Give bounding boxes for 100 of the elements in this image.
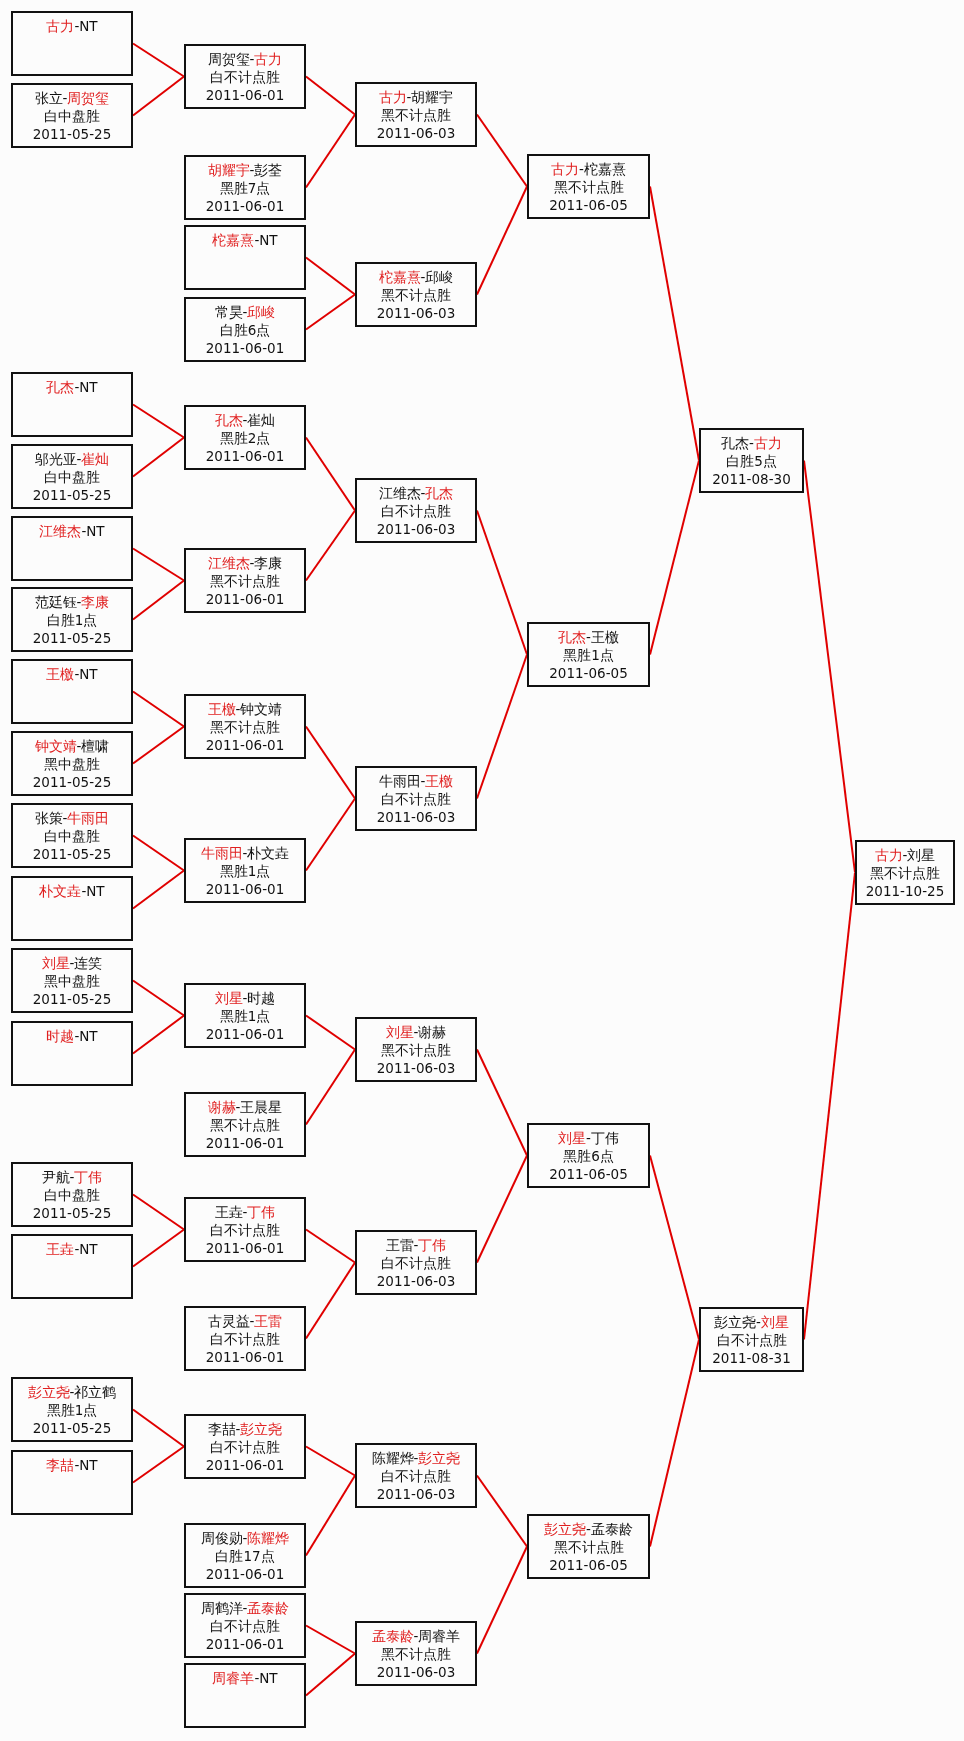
match-date: 2011-05-25 bbox=[32, 1419, 112, 1437]
player-names: 孔杰-古力 bbox=[721, 434, 782, 452]
player-names: 王檄-NT bbox=[46, 665, 98, 683]
match-date: 2011-06-01 bbox=[205, 1134, 285, 1152]
match-date: 2011-06-05 bbox=[549, 664, 628, 682]
connector-line bbox=[132, 1014, 185, 1055]
player-names: 周俊勋-陈耀烨 bbox=[200, 1529, 290, 1547]
match-box bbox=[11, 83, 133, 148]
match-date: 2011-06-05 bbox=[549, 196, 628, 214]
player-names: 王檄-钟文靖 bbox=[207, 700, 283, 718]
connector-line bbox=[476, 1048, 528, 1157]
match-box bbox=[11, 444, 133, 509]
player-names: 刘星-谢赫 bbox=[385, 1023, 447, 1041]
result-text: 白不计点胜 bbox=[210, 1221, 280, 1239]
result-text: 黑胜1点 bbox=[219, 1007, 271, 1025]
player-names: 常昊-邱峻 bbox=[214, 303, 276, 321]
match-box bbox=[11, 731, 133, 796]
player-names: 王雷-丁伟 bbox=[385, 1236, 447, 1254]
result-text: 黑不计点胜 bbox=[210, 1116, 280, 1134]
connector-line bbox=[305, 725, 356, 800]
match-box bbox=[355, 1017, 477, 1082]
connector-line bbox=[305, 1228, 356, 1264]
player-names: 周贺玺-古力 bbox=[207, 50, 283, 68]
connector-line bbox=[132, 1408, 185, 1448]
result-text: 白胜5点 bbox=[726, 452, 777, 470]
result-text: 黑胜2点 bbox=[219, 429, 271, 447]
player-names: 柁嘉熹-邱峻 bbox=[378, 268, 454, 286]
result-text: 黑胜1点 bbox=[46, 1401, 98, 1419]
result-text: 白不计点胜 bbox=[381, 790, 451, 808]
match-box bbox=[184, 983, 306, 1048]
player-names: 彭立尧-孟泰龄 bbox=[544, 1520, 633, 1538]
match-box bbox=[184, 548, 306, 613]
match-date: 2011-06-05 bbox=[549, 1165, 628, 1183]
match-box bbox=[184, 44, 306, 109]
connector-line bbox=[305, 509, 356, 582]
match-box bbox=[11, 876, 133, 941]
player-names: 古力-胡耀宇 bbox=[378, 88, 454, 106]
connector-line bbox=[132, 547, 185, 582]
result-text: 白不计点胜 bbox=[210, 1330, 280, 1348]
match-date: 2011-05-25 bbox=[32, 629, 112, 647]
player-names: 陈耀烨-彭立尧 bbox=[371, 1449, 461, 1467]
match-date: 2011-10-25 bbox=[865, 882, 945, 900]
result-text: 黑不计点胜 bbox=[381, 1041, 451, 1059]
match-date: 2011-05-25 bbox=[32, 1204, 112, 1222]
connector-line bbox=[132, 579, 185, 621]
match-date: 2011-06-01 bbox=[205, 736, 285, 754]
result-text: 黑不计点胜 bbox=[210, 718, 280, 736]
match-box bbox=[11, 587, 133, 652]
match-date: 2011-06-01 bbox=[205, 447, 285, 465]
player-names: 孔杰-崔灿 bbox=[214, 411, 276, 429]
player-names: 古力-刘星 bbox=[874, 846, 936, 864]
match-box bbox=[355, 1230, 477, 1295]
match-box bbox=[527, 154, 650, 219]
match-box bbox=[355, 1443, 477, 1508]
match-date: 2011-06-01 bbox=[205, 86, 285, 104]
match-box bbox=[184, 1414, 306, 1479]
player-names: 朴文垚-NT bbox=[39, 882, 105, 900]
connector-line bbox=[132, 690, 185, 728]
player-names: 周睿羊-NT bbox=[212, 1669, 278, 1687]
result-text: 白不计点胜 bbox=[716, 1331, 787, 1349]
match-date: 2011-06-01 bbox=[205, 339, 285, 357]
match-box bbox=[11, 11, 133, 76]
match-date: 2011-06-01 bbox=[205, 1635, 285, 1653]
connector-line bbox=[132, 1445, 185, 1484]
match-box bbox=[699, 1307, 804, 1372]
match-date: 2011-06-01 bbox=[205, 590, 285, 608]
match-box bbox=[11, 1021, 133, 1086]
match-box bbox=[11, 1450, 133, 1515]
player-names: 江维杰-孔杰 bbox=[378, 484, 454, 502]
connector-line bbox=[305, 1048, 356, 1126]
connector-line bbox=[305, 293, 356, 331]
match-date: 2011-06-01 bbox=[205, 1348, 285, 1366]
player-names: 张策-牛雨田 bbox=[34, 809, 110, 827]
result-text: 黑不计点胜 bbox=[381, 286, 451, 304]
player-names: 谢赫-王晨星 bbox=[207, 1098, 283, 1116]
result-text: 黑中盘胜 bbox=[44, 755, 100, 773]
result-text: 黑胜7点 bbox=[219, 179, 271, 197]
match-date: 2011-08-30 bbox=[712, 470, 791, 488]
result-text: 黑不计点胜 bbox=[870, 864, 940, 882]
connector-line bbox=[132, 834, 185, 872]
match-box bbox=[184, 155, 306, 220]
player-names: 邬光亚-崔灿 bbox=[34, 450, 110, 468]
connector-line bbox=[132, 403, 185, 439]
player-names: 孔杰-NT bbox=[46, 378, 98, 396]
connector-line bbox=[132, 75, 185, 117]
match-box bbox=[527, 622, 650, 687]
result-text: 黑不计点胜 bbox=[210, 572, 280, 590]
result-text: 黑不计点胜 bbox=[553, 178, 624, 196]
match-box bbox=[11, 803, 133, 868]
result-text: 白不计点胜 bbox=[210, 1617, 280, 1635]
match-date: 2011-05-25 bbox=[32, 125, 112, 143]
match-date: 2011-05-25 bbox=[32, 845, 112, 863]
player-names: 古力-NT bbox=[46, 17, 98, 35]
player-names: 彭立尧-祁立鹤 bbox=[27, 1383, 117, 1401]
player-names: 江维杰-李康 bbox=[207, 554, 283, 572]
match-box bbox=[184, 1593, 306, 1658]
match-date: 2011-06-01 bbox=[205, 197, 285, 215]
match-date: 2011-06-05 bbox=[549, 1556, 628, 1574]
match-date: 2011-06-03 bbox=[376, 304, 456, 322]
result-text: 白胜17点 bbox=[215, 1547, 275, 1565]
